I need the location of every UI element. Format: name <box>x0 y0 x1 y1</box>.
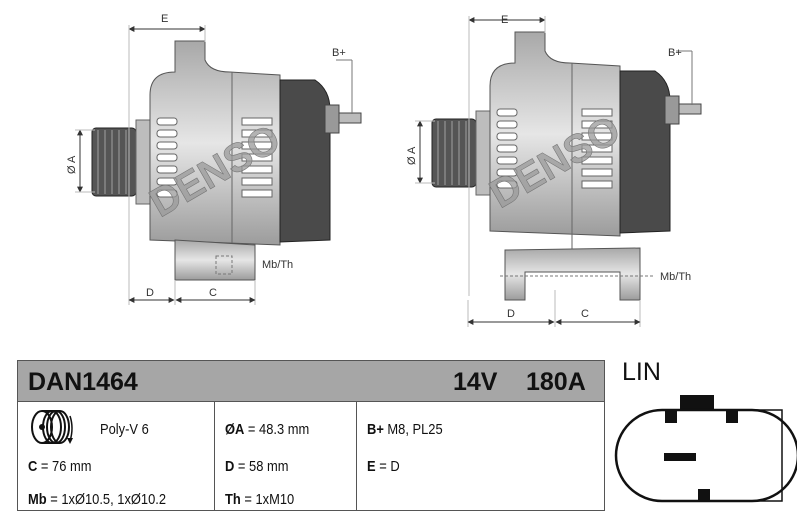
label-d: D <box>507 308 515 320</box>
spec-a: ØA = 48.3 mm <box>225 421 310 438</box>
alternator-view-left: DENSO E D C Ø A B+ Mb/Th <box>66 13 361 305</box>
label-e: E <box>161 13 168 25</box>
pulley-icon <box>31 410 73 444</box>
label-mb-th: Mb/Th <box>262 259 293 271</box>
spec-c: C = 76 mm <box>28 458 92 475</box>
spec-column-3: B+ M8, PL25 E = D <box>357 402 604 510</box>
label-b-plus: B+ <box>332 47 346 59</box>
spec-th: Th = 1xM10 <box>225 491 295 508</box>
label-mb-th: Mb/Th <box>660 271 691 283</box>
label-a: Ø A <box>66 155 78 174</box>
lin-connector-icon <box>614 395 797 503</box>
spec-header: DAN1464 14V 180A <box>18 361 604 402</box>
spec-column-1: Poly-V 6 C = 76 mm Mb = 1xØ10.5, 1xØ10.2 <box>18 402 215 510</box>
voltage: 14V <box>453 368 498 396</box>
connector-label: LIN <box>622 358 661 386</box>
label-d: D <box>146 287 154 299</box>
spec-e: E = D <box>367 458 400 475</box>
spec-mb: Mb = 1xØ10.5, 1xØ10.2 <box>28 491 167 508</box>
spec-b-plus: B+ M8, PL25 <box>367 421 443 438</box>
spec-d: D = 58 mm <box>225 458 289 475</box>
label-c: C <box>209 287 217 299</box>
label-a: Ø A <box>406 146 418 165</box>
pulley-type: Poly-V 6 <box>100 421 149 438</box>
label-b-plus: B+ <box>668 47 682 59</box>
label-e: E <box>501 14 508 26</box>
alternator-view-right: DENSO E D C Ø A B+ Mb/Th <box>406 14 701 327</box>
spec-column-2: ØA = 48.3 mm D = 58 mm Th = 1xM10 <box>215 402 357 510</box>
amperage: 180A <box>526 368 586 396</box>
label-c: C <box>581 308 589 320</box>
spec-table: DAN1464 14V 180A Poly-V 6 C = 76 mm Mb =… <box>17 360 605 511</box>
model-number: DAN1464 <box>28 368 138 396</box>
alternator-drawings: DENSO E D C Ø A B+ Mb/Th DENSO E D C Ø A… <box>66 13 800 327</box>
